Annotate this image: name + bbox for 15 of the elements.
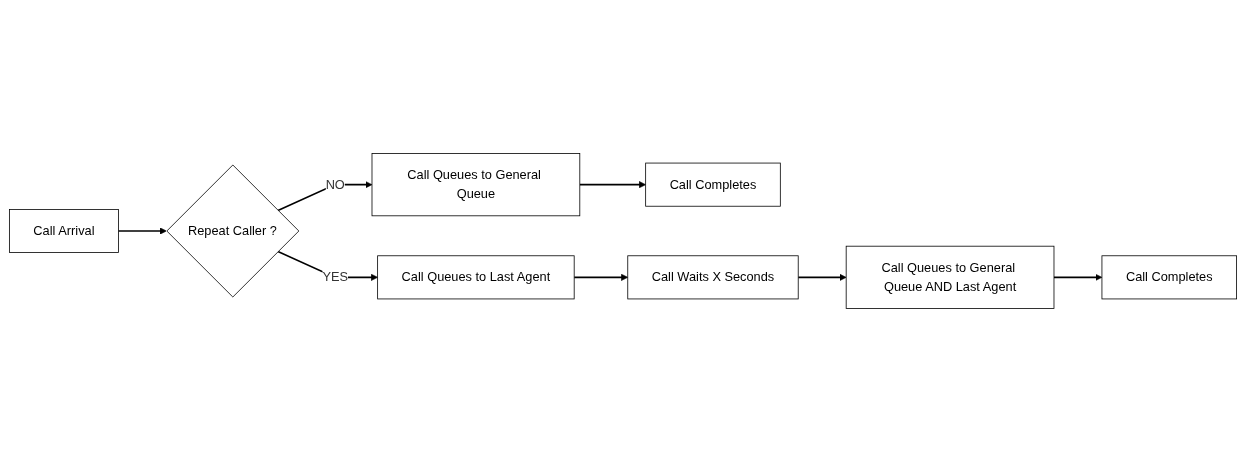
arrow [117, 227, 167, 235]
node-box: Call Arrival [9, 209, 119, 253]
node-diamond: Repeat Caller ? [166, 164, 300, 298]
arrow [573, 273, 629, 281]
arrow [1053, 273, 1103, 281]
arrow [579, 181, 646, 189]
edge-label: YES [322, 270, 349, 284]
node-box: Call Completes [1101, 255, 1237, 300]
edge-label: NO [325, 177, 345, 192]
node-box: Call Completes [645, 162, 781, 207]
node-box: Call Queues to General Queue [371, 153, 581, 217]
node-box: Call Queues to Last Agent [377, 255, 575, 300]
node-box: Call Queues to General Queue AND Last Agent [845, 245, 1055, 309]
node-box: Call Waits X Seconds [627, 255, 799, 300]
arrow [797, 273, 847, 281]
